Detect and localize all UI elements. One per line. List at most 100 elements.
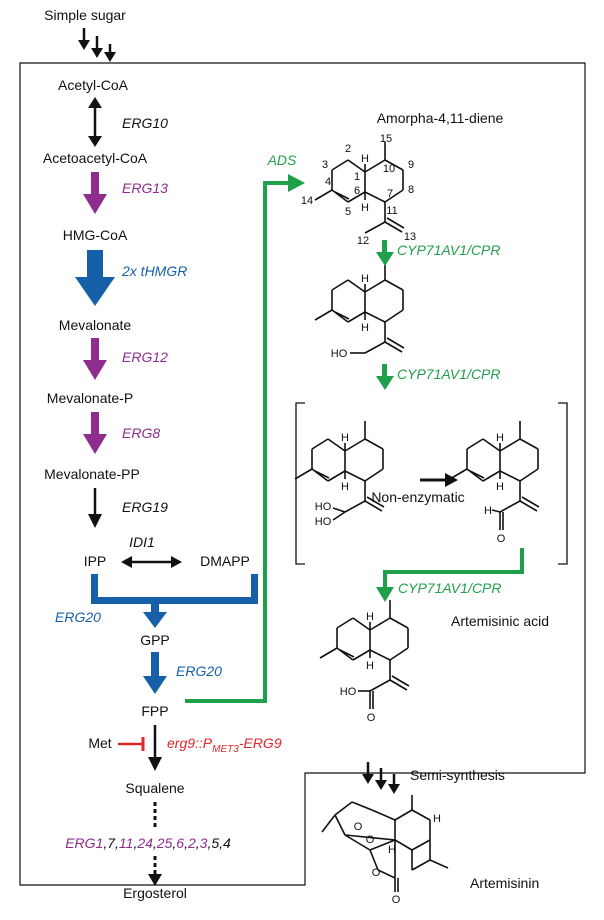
- artemisinin-bond: [394, 839, 413, 851]
- bond-11-12: [344, 500, 366, 513]
- erg-gene-12: 2: [187, 835, 196, 851]
- artemisinin-bond: [369, 849, 379, 871]
- bond: [364, 191, 386, 203]
- atom-number-14: 14: [301, 195, 313, 207]
- bond: [389, 647, 409, 661]
- ergosterol-arrowhead: [148, 874, 162, 886]
- hydrogen-label: H: [361, 202, 369, 214]
- hydrogen-label: H: [341, 481, 349, 493]
- erg9-label: erg9::PMET3-ERG9: [167, 735, 282, 755]
- double-bond: [314, 470, 330, 479]
- atom-number-6: 6: [354, 185, 360, 197]
- erg9-prefix: erg9::P: [167, 735, 213, 751]
- hydrogen-label: H: [366, 611, 374, 623]
- atom-number-7: 7: [387, 188, 393, 200]
- erg10-label: ERG10: [122, 115, 168, 131]
- bond-11-12: [499, 500, 521, 513]
- peroxide-o: O: [354, 821, 363, 833]
- hydrogen-label: H: [433, 813, 441, 825]
- erg9-suffix: -ERG9: [239, 735, 282, 751]
- bond: [336, 617, 354, 629]
- hydrogen-label: H: [361, 322, 369, 334]
- gpp-label: GPP: [140, 632, 170, 648]
- atom-number-5: 5: [345, 206, 351, 218]
- bond-11-13: [389, 679, 408, 691]
- erg-gene-0: ERG1: [65, 835, 103, 851]
- atom-number-11: 11: [386, 205, 397, 217]
- idi1-double-arrow: [121, 556, 182, 568]
- bond: [519, 468, 539, 482]
- erg-gene-14: 3: [200, 835, 208, 851]
- semi-synthesis-label: Semi-synthesis: [410, 767, 505, 783]
- erg20-b-label: ERG20: [176, 663, 222, 679]
- mevalonate-p-label: Mevalonate-P: [47, 390, 133, 406]
- artemisinin-bond: [344, 834, 396, 841]
- artemisinin-bond: [334, 801, 353, 816]
- bond-11-13b: [386, 337, 405, 349]
- bond: [311, 468, 329, 482]
- erg-gene-17: ,: [219, 835, 223, 851]
- atom-number-9: 9: [408, 159, 414, 171]
- gem-diol-bond: [332, 511, 346, 521]
- artemisinin-bond: [411, 809, 431, 821]
- triple-arrow-sugar: [78, 28, 116, 62]
- bond: [389, 617, 409, 629]
- thmgr-text: 2x tHMGR: [121, 263, 187, 279]
- dmapp-label: DMAPP: [200, 553, 250, 569]
- non-enzymatic-arrow: [420, 473, 458, 487]
- bond: [482, 470, 501, 482]
- atom-number-8: 8: [408, 184, 414, 196]
- erg-gene-11: ,: [184, 835, 188, 851]
- met-label: Met: [88, 735, 111, 751]
- erg-gene-5: ,: [133, 835, 137, 851]
- bond-11-12: [364, 221, 386, 234]
- bond: [327, 438, 346, 452]
- erg-gene-9: ,: [172, 835, 176, 851]
- methyl-14: [294, 468, 313, 480]
- non-enzymatic-label: Non-enzymatic: [371, 489, 464, 505]
- atom-number-1: 1: [354, 171, 360, 183]
- erg19-arrow: [88, 488, 102, 528]
- bond-11-13b: [521, 496, 540, 508]
- erg-gene-13: ,: [196, 835, 200, 851]
- bond: [384, 189, 404, 203]
- atom-number-13: 13: [404, 231, 416, 243]
- bond-11-13: [519, 500, 538, 512]
- carbonyl-o: O: [497, 533, 506, 545]
- cyp-label-3: CYP71AV1/CPR: [398, 580, 502, 596]
- bond: [466, 468, 484, 482]
- bond: [327, 470, 346, 482]
- erg-gene-2: 7: [107, 835, 116, 851]
- mevalonate-label: Mevalonate: [59, 317, 132, 333]
- hydrogen-label: H: [361, 273, 369, 285]
- ergosterol-label: Ergosterol: [123, 885, 187, 901]
- peroxide-o: O: [366, 834, 375, 846]
- engineered-yeast-box: [19, 62, 586, 886]
- erg12-arrow: [83, 338, 107, 380]
- met-inhibition: [118, 737, 145, 751]
- bond: [519, 438, 539, 450]
- atom-number-12: 12: [357, 235, 369, 247]
- artemisinin-bond: [369, 839, 396, 851]
- bond: [364, 311, 386, 323]
- bond-11-13: [384, 341, 403, 353]
- cyp-arrow-2: [376, 364, 394, 390]
- erg10-double-arrow: [88, 97, 102, 147]
- cyp-arrow-1: [376, 240, 394, 266]
- methyl-14: [314, 189, 333, 201]
- bond: [499, 470, 521, 482]
- atom-number-15: 15: [380, 133, 392, 145]
- bond-11-13b: [386, 217, 405, 229]
- bond-11-13b: [391, 675, 410, 687]
- artemisinin-bond: [411, 859, 431, 871]
- bond: [331, 279, 349, 291]
- bond: [384, 159, 404, 171]
- bond: [347, 311, 366, 323]
- artemisinin-bond: [411, 839, 431, 851]
- carbonyl-o: O: [367, 712, 376, 724]
- bond: [331, 159, 349, 171]
- erg9-sub: MET3: [212, 744, 239, 755]
- bond: [336, 647, 354, 661]
